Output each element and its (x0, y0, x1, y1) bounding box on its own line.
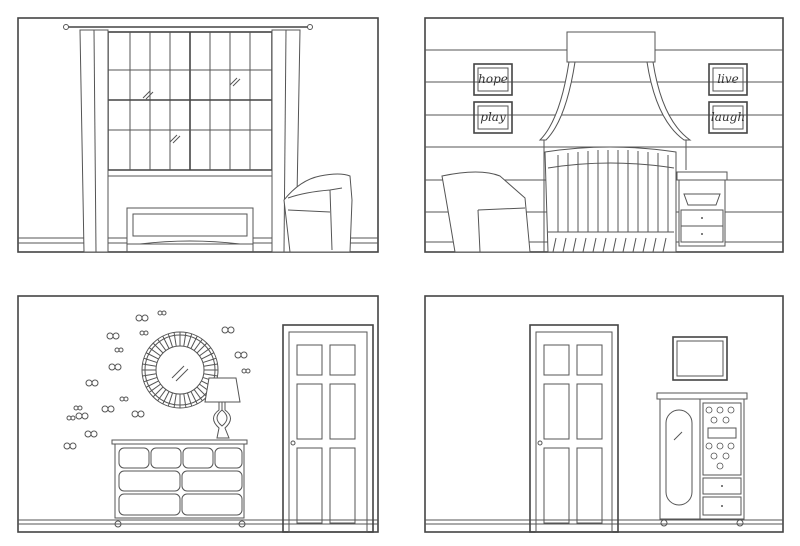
sunburst-mirror (141, 331, 219, 409)
mirror-ray (145, 352, 159, 360)
frame-text-live: live (717, 72, 739, 86)
bench (126, 207, 254, 252)
armchair (441, 171, 531, 253)
mirror-ray (201, 352, 215, 360)
mirror-ray (183, 393, 187, 408)
panel-window-room (17, 17, 379, 253)
curtain-left (79, 29, 109, 253)
frame-play: play (473, 101, 513, 134)
mirror-ray (162, 391, 170, 405)
mirror-ray (196, 342, 208, 354)
curtain-rod (63, 24, 313, 30)
mirror-ray (203, 373, 218, 377)
dresser (111, 439, 248, 528)
frame-hope: hope (473, 63, 513, 96)
mirror-ray (186, 392, 193, 407)
mirror-ray (203, 363, 218, 367)
mirror-ray (162, 335, 170, 349)
mirror-ray (167, 392, 174, 407)
mirror-ray (190, 391, 198, 405)
armoire (656, 392, 748, 527)
mirror-ray (145, 380, 159, 388)
mirror-ray (193, 389, 203, 402)
panel-door (282, 324, 374, 533)
mirror-ray (199, 347, 212, 357)
mirror-ray (193, 338, 203, 351)
frame-text-laugh: laugh (711, 110, 745, 124)
mirror-ray (152, 342, 164, 354)
frame-laugh: laugh (708, 101, 748, 134)
mirror-ray (173, 393, 177, 408)
mirror-ray (143, 357, 158, 364)
mirror-ray (142, 363, 157, 367)
window (103, 31, 277, 177)
mirror-ray (152, 386, 164, 398)
mirror-ray (173, 332, 177, 347)
frame-text-play: play (480, 110, 506, 124)
mirror-ray (202, 357, 217, 364)
mirror-ray (143, 376, 158, 383)
mirror-ray (190, 335, 198, 349)
mirror-ray (196, 386, 208, 398)
crib (544, 146, 677, 253)
panel-crib-room: hope play live laugh (424, 17, 784, 253)
mirror-ray (186, 333, 193, 348)
panel-armoire-room (424, 295, 784, 533)
mirror-ray (142, 373, 157, 377)
wall-frame (672, 336, 728, 381)
mirror-ray (148, 347, 161, 357)
armchair (283, 173, 353, 253)
mirror-ray (167, 333, 174, 348)
panel-door (529, 324, 619, 533)
frame-text-hope: hope (478, 72, 508, 86)
mirror-ray (183, 332, 187, 347)
mirror-ray (148, 383, 161, 393)
mirror-ray (157, 338, 167, 351)
butterfly-decals (63, 310, 251, 450)
canopy (538, 31, 692, 252)
mirror-ray (157, 389, 167, 402)
table-lamp (204, 377, 241, 439)
panel-dresser-room (17, 295, 379, 533)
frame-live: live (708, 63, 748, 96)
changing-table (676, 171, 728, 247)
